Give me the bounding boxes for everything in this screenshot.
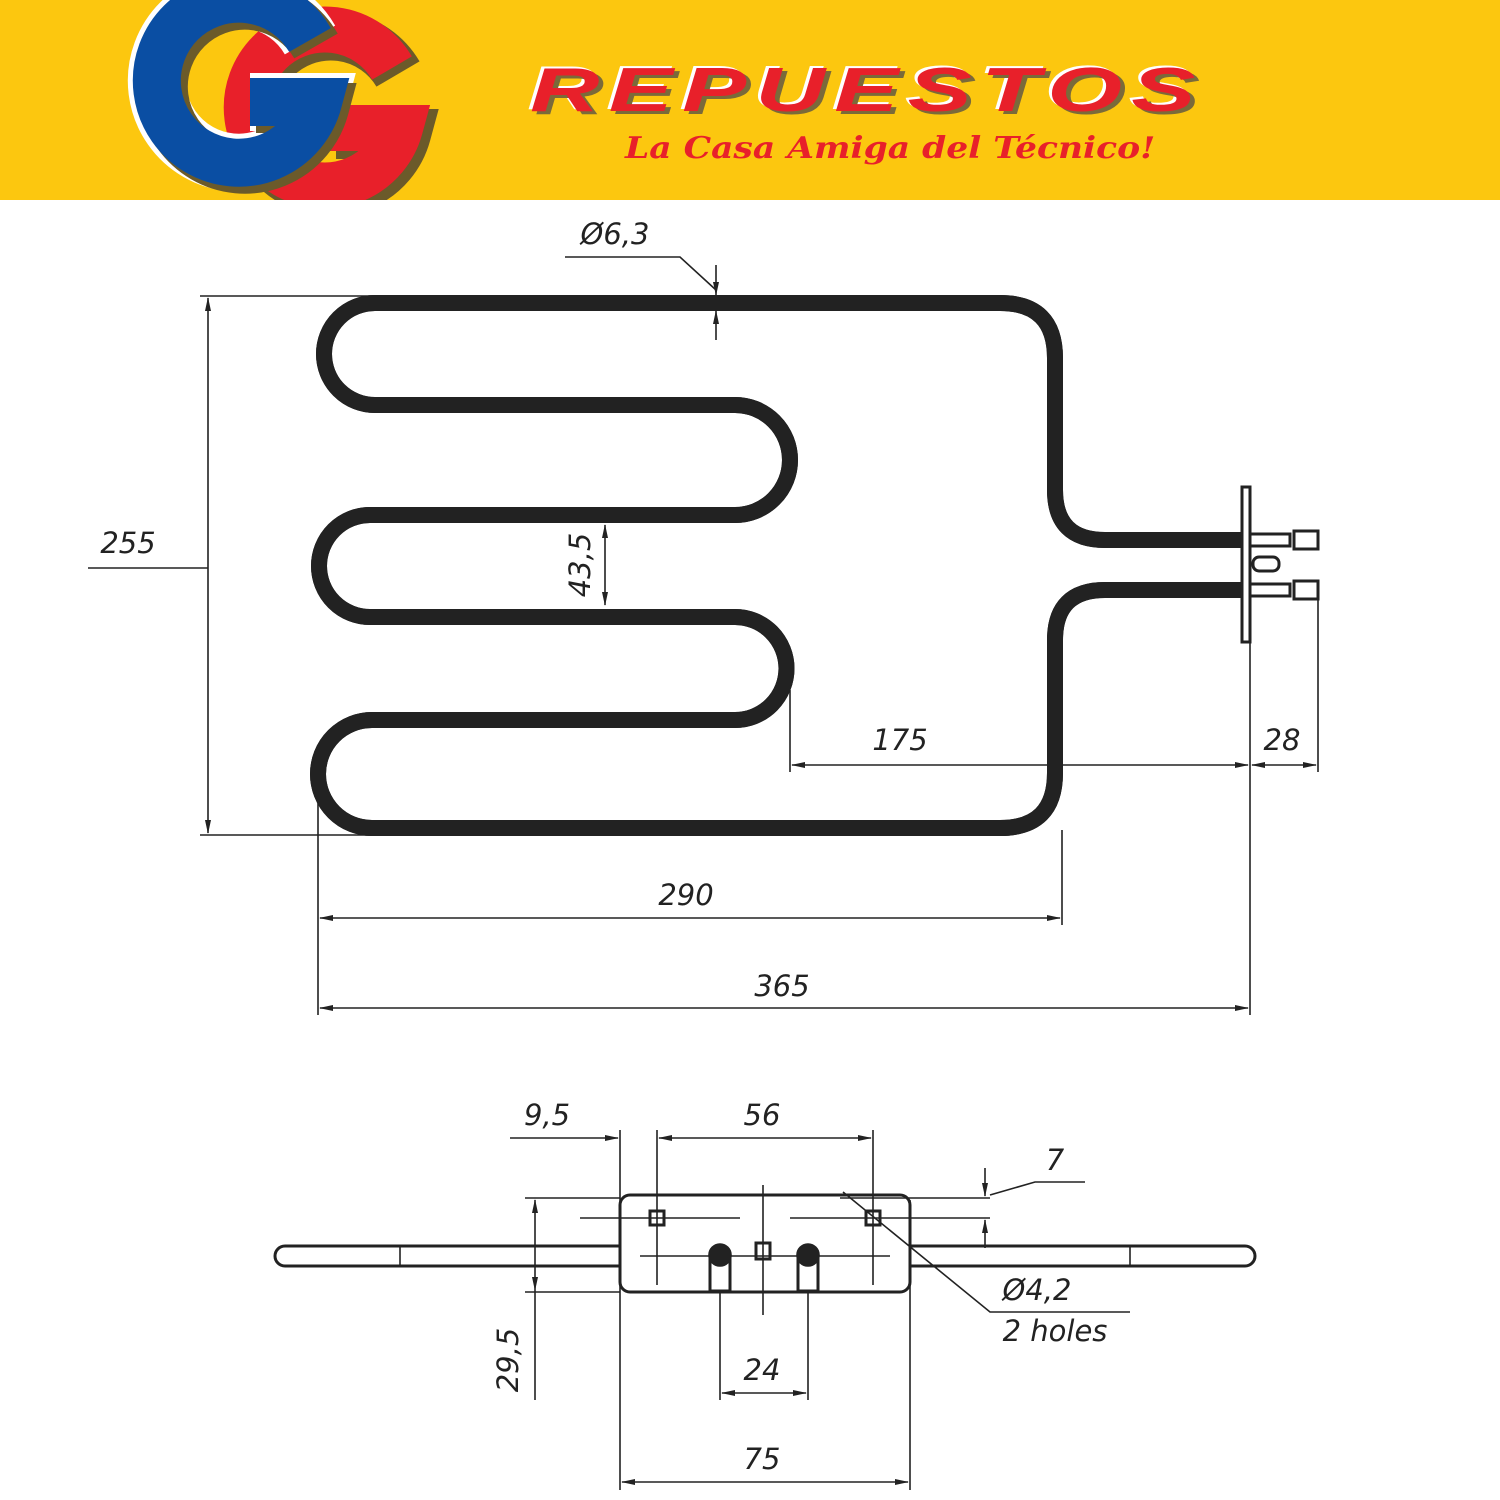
dim-hole-spacing: 56 [744, 1098, 781, 1132]
dim-plate-width: 75 [744, 1442, 781, 1476]
dim-width-inner: 290 [658, 878, 713, 912]
heating-tube [318, 295, 1245, 836]
dim-height: 255 [100, 526, 155, 560]
dim-hole-count: 2 holes [1003, 1314, 1108, 1348]
dim-hole-diameter: Ø4,2 [1002, 1273, 1072, 1307]
dim-terminal-spacing: 24 [744, 1353, 781, 1387]
dim-pitch: 43,5 [563, 533, 597, 598]
dim-width-total: 365 [754, 969, 809, 1003]
brand-tagline: La Casa Amiga del Técnico! [625, 131, 1156, 166]
logo-g-blue [127, 0, 357, 194]
bottom-view [273, 1185, 1257, 1315]
dim-terminal-length: 28 [1264, 723, 1301, 757]
gg-logo [127, 0, 439, 200]
terminal-flange [1240, 485, 1320, 644]
dim-hole-edge: 9,5 [524, 1098, 570, 1132]
brand-banner: REPUESTOS La Casa Amiga del Técnico! [0, 0, 1500, 200]
dim-tube-diameter: Ø6,3 [580, 217, 650, 251]
dim-plate-height: 29,5 [491, 1328, 525, 1393]
dim-hole-offset: 7 [1046, 1143, 1065, 1177]
dim-offset: 175 [872, 723, 927, 757]
brand-name: REPUESTOS [530, 56, 1205, 125]
